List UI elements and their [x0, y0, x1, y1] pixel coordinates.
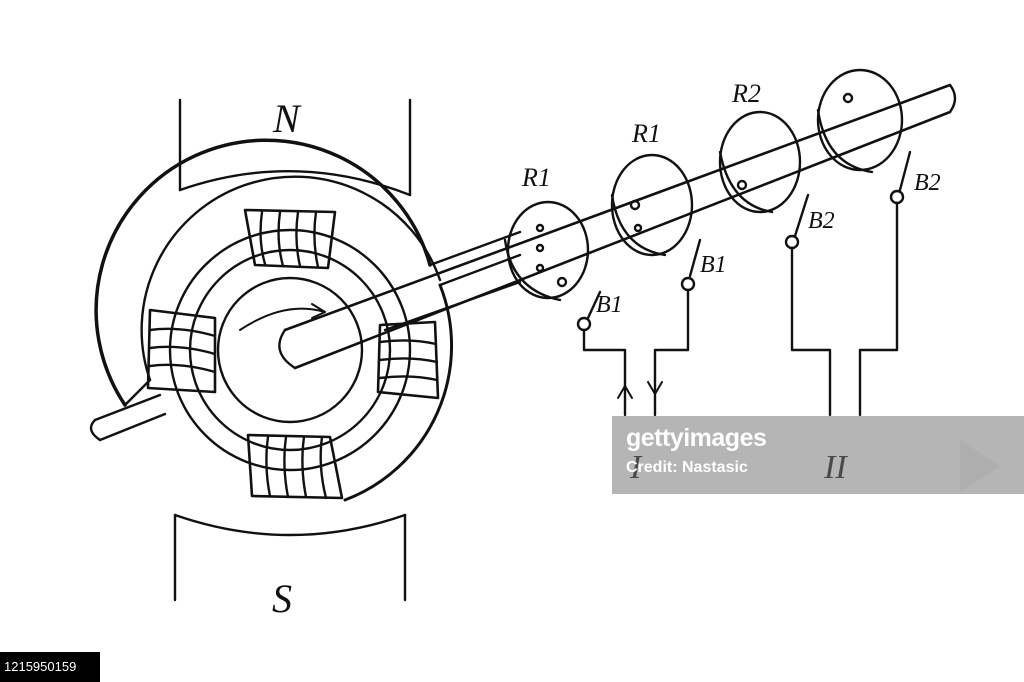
brush-label-4: B2 [914, 170, 941, 196]
slip-ring-3 [718, 110, 802, 214]
slip-ring-4 [816, 68, 904, 174]
watermark-banner [612, 416, 1024, 494]
slip-ring-label-1: R1 [521, 163, 551, 192]
brush-label-2: B1 [700, 252, 727, 278]
brush-b2-left [784, 193, 832, 417]
watermark-play-icon [960, 440, 1000, 492]
north-pole-label: N [272, 96, 302, 141]
south-pole-piece [173, 513, 407, 602]
slip-ring-label-3: R2 [731, 79, 761, 108]
watermark-brand: gettyimages [626, 424, 767, 452]
slip-ring-1 [503, 200, 590, 302]
south-pole-label: S [272, 576, 292, 621]
image-id-label: 1215950159 [0, 652, 100, 682]
coil-leads [383, 230, 522, 332]
rotation-arrow [239, 303, 326, 331]
brush-label-1: B1 [596, 292, 623, 318]
brush-b2-right [858, 150, 912, 417]
brush-label-3: B2 [808, 208, 835, 234]
watermark-credit: Credit: Nastasic [626, 459, 748, 476]
brush-b1-left [576, 290, 627, 417]
brush-b1-right [653, 238, 702, 417]
current-arrows [617, 381, 663, 399]
slip-ring-label-2: R1 [631, 119, 661, 148]
armature-ring [94, 138, 454, 502]
slip-ring-2 [610, 153, 694, 257]
armature-coils [146, 208, 440, 500]
